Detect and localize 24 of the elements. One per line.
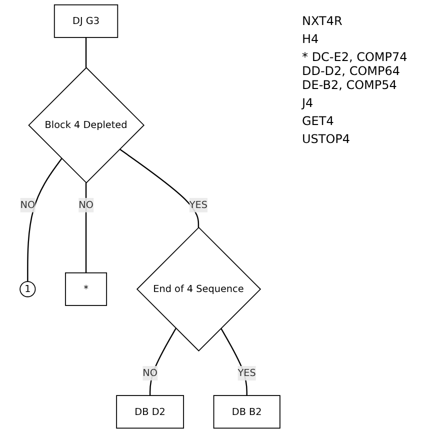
connector	[27, 158, 62, 282]
node-box: *	[65, 272, 108, 306]
node-box: DB B2	[213, 395, 280, 429]
node-box: DB D2	[116, 395, 184, 429]
connector	[85, 182, 87, 273]
node-circle: 1	[20, 281, 36, 298]
connector	[220, 328, 248, 396]
reference-label: J4	[302, 96, 314, 110]
edge-label: NO	[142, 367, 158, 379]
reference-label: USTOP4	[302, 132, 352, 146]
edge-label: NO	[20, 199, 36, 211]
edge-label: YES	[189, 199, 208, 211]
note-text: * DC-E2, COMP74 DD-D2, COMP64 DE-B2, COMP54	[302, 50, 408, 92]
node-diamond: Block 4 Depleted	[28, 67, 145, 184]
reference-label: H4	[302, 32, 320, 46]
edge-label: NO	[78, 199, 94, 211]
reference-label: GET4	[302, 114, 335, 128]
reference-label: NXT4R	[302, 14, 344, 28]
node-diamond: End of 4 Sequence	[136, 226, 262, 352]
connector	[119, 148, 200, 228]
node-box: DJ G3	[54, 4, 118, 38]
connector	[85, 37, 87, 68]
connector	[149, 328, 176, 396]
edge-label: YES	[238, 367, 256, 379]
